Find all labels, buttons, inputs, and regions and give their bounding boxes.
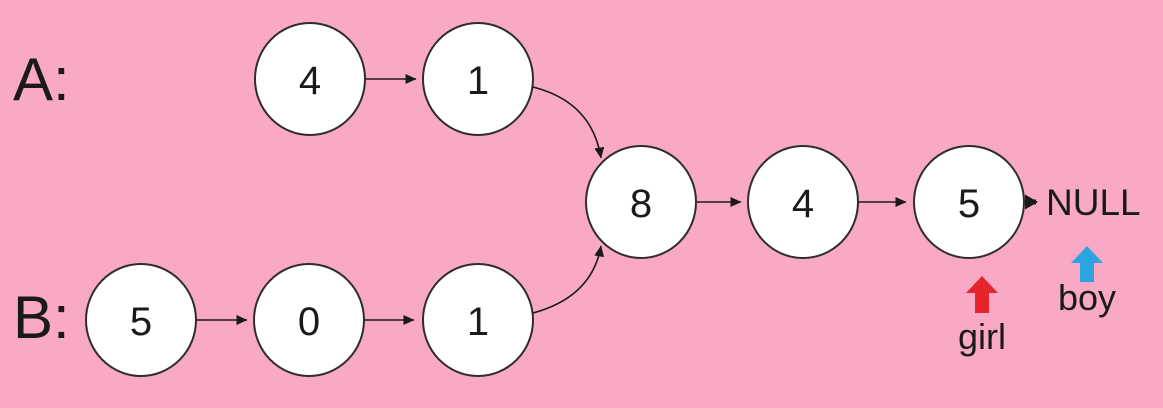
boy-pointer: boy bbox=[1058, 246, 1116, 318]
merged-node-1-value: 4 bbox=[792, 182, 814, 226]
merged-node-1-circle bbox=[747, 145, 859, 259]
list-b-node-2-circle bbox=[422, 263, 534, 377]
girl-pointer-label: girl bbox=[958, 316, 1006, 357]
merged-node-0-circle bbox=[585, 145, 697, 259]
list-a-node-1-value: 1 bbox=[467, 59, 489, 103]
list-b: 5 0 1 bbox=[85, 245, 605, 377]
merged-node-0-value: 8 bbox=[630, 182, 652, 226]
list-a-node-1-circle bbox=[422, 22, 534, 136]
list-a-label: A: bbox=[13, 46, 70, 113]
merged-node-2-value: 5 bbox=[958, 182, 980, 226]
list-b-node-0-circle bbox=[85, 263, 197, 377]
list-b-node-2-value: 1 bbox=[467, 300, 489, 344]
girl-pointer: girl bbox=[958, 276, 1006, 357]
boy-pointer-label: boy bbox=[1058, 277, 1116, 318]
list-b-node-1-circle bbox=[253, 263, 365, 377]
boy-up-arrow-icon bbox=[1071, 246, 1103, 282]
girl-up-arrow-icon bbox=[966, 276, 998, 313]
list-b-label: B: bbox=[13, 284, 70, 351]
merged-list: 8 4 5 NULL bbox=[585, 145, 1141, 259]
list-b-node-1-value: 0 bbox=[298, 300, 320, 344]
list-a-node-0-value: 4 bbox=[299, 59, 321, 103]
merged-node-2-circle bbox=[913, 145, 1025, 259]
curve-arrow-b-to-merge bbox=[532, 245, 605, 314]
list-a: 4 1 bbox=[254, 22, 605, 159]
list-b-node-0-value: 5 bbox=[130, 300, 152, 344]
curve-arrow-a-to-merge bbox=[532, 86, 605, 159]
null-label: NULL bbox=[1046, 182, 1141, 223]
list-a-node-0-circle bbox=[254, 22, 366, 136]
